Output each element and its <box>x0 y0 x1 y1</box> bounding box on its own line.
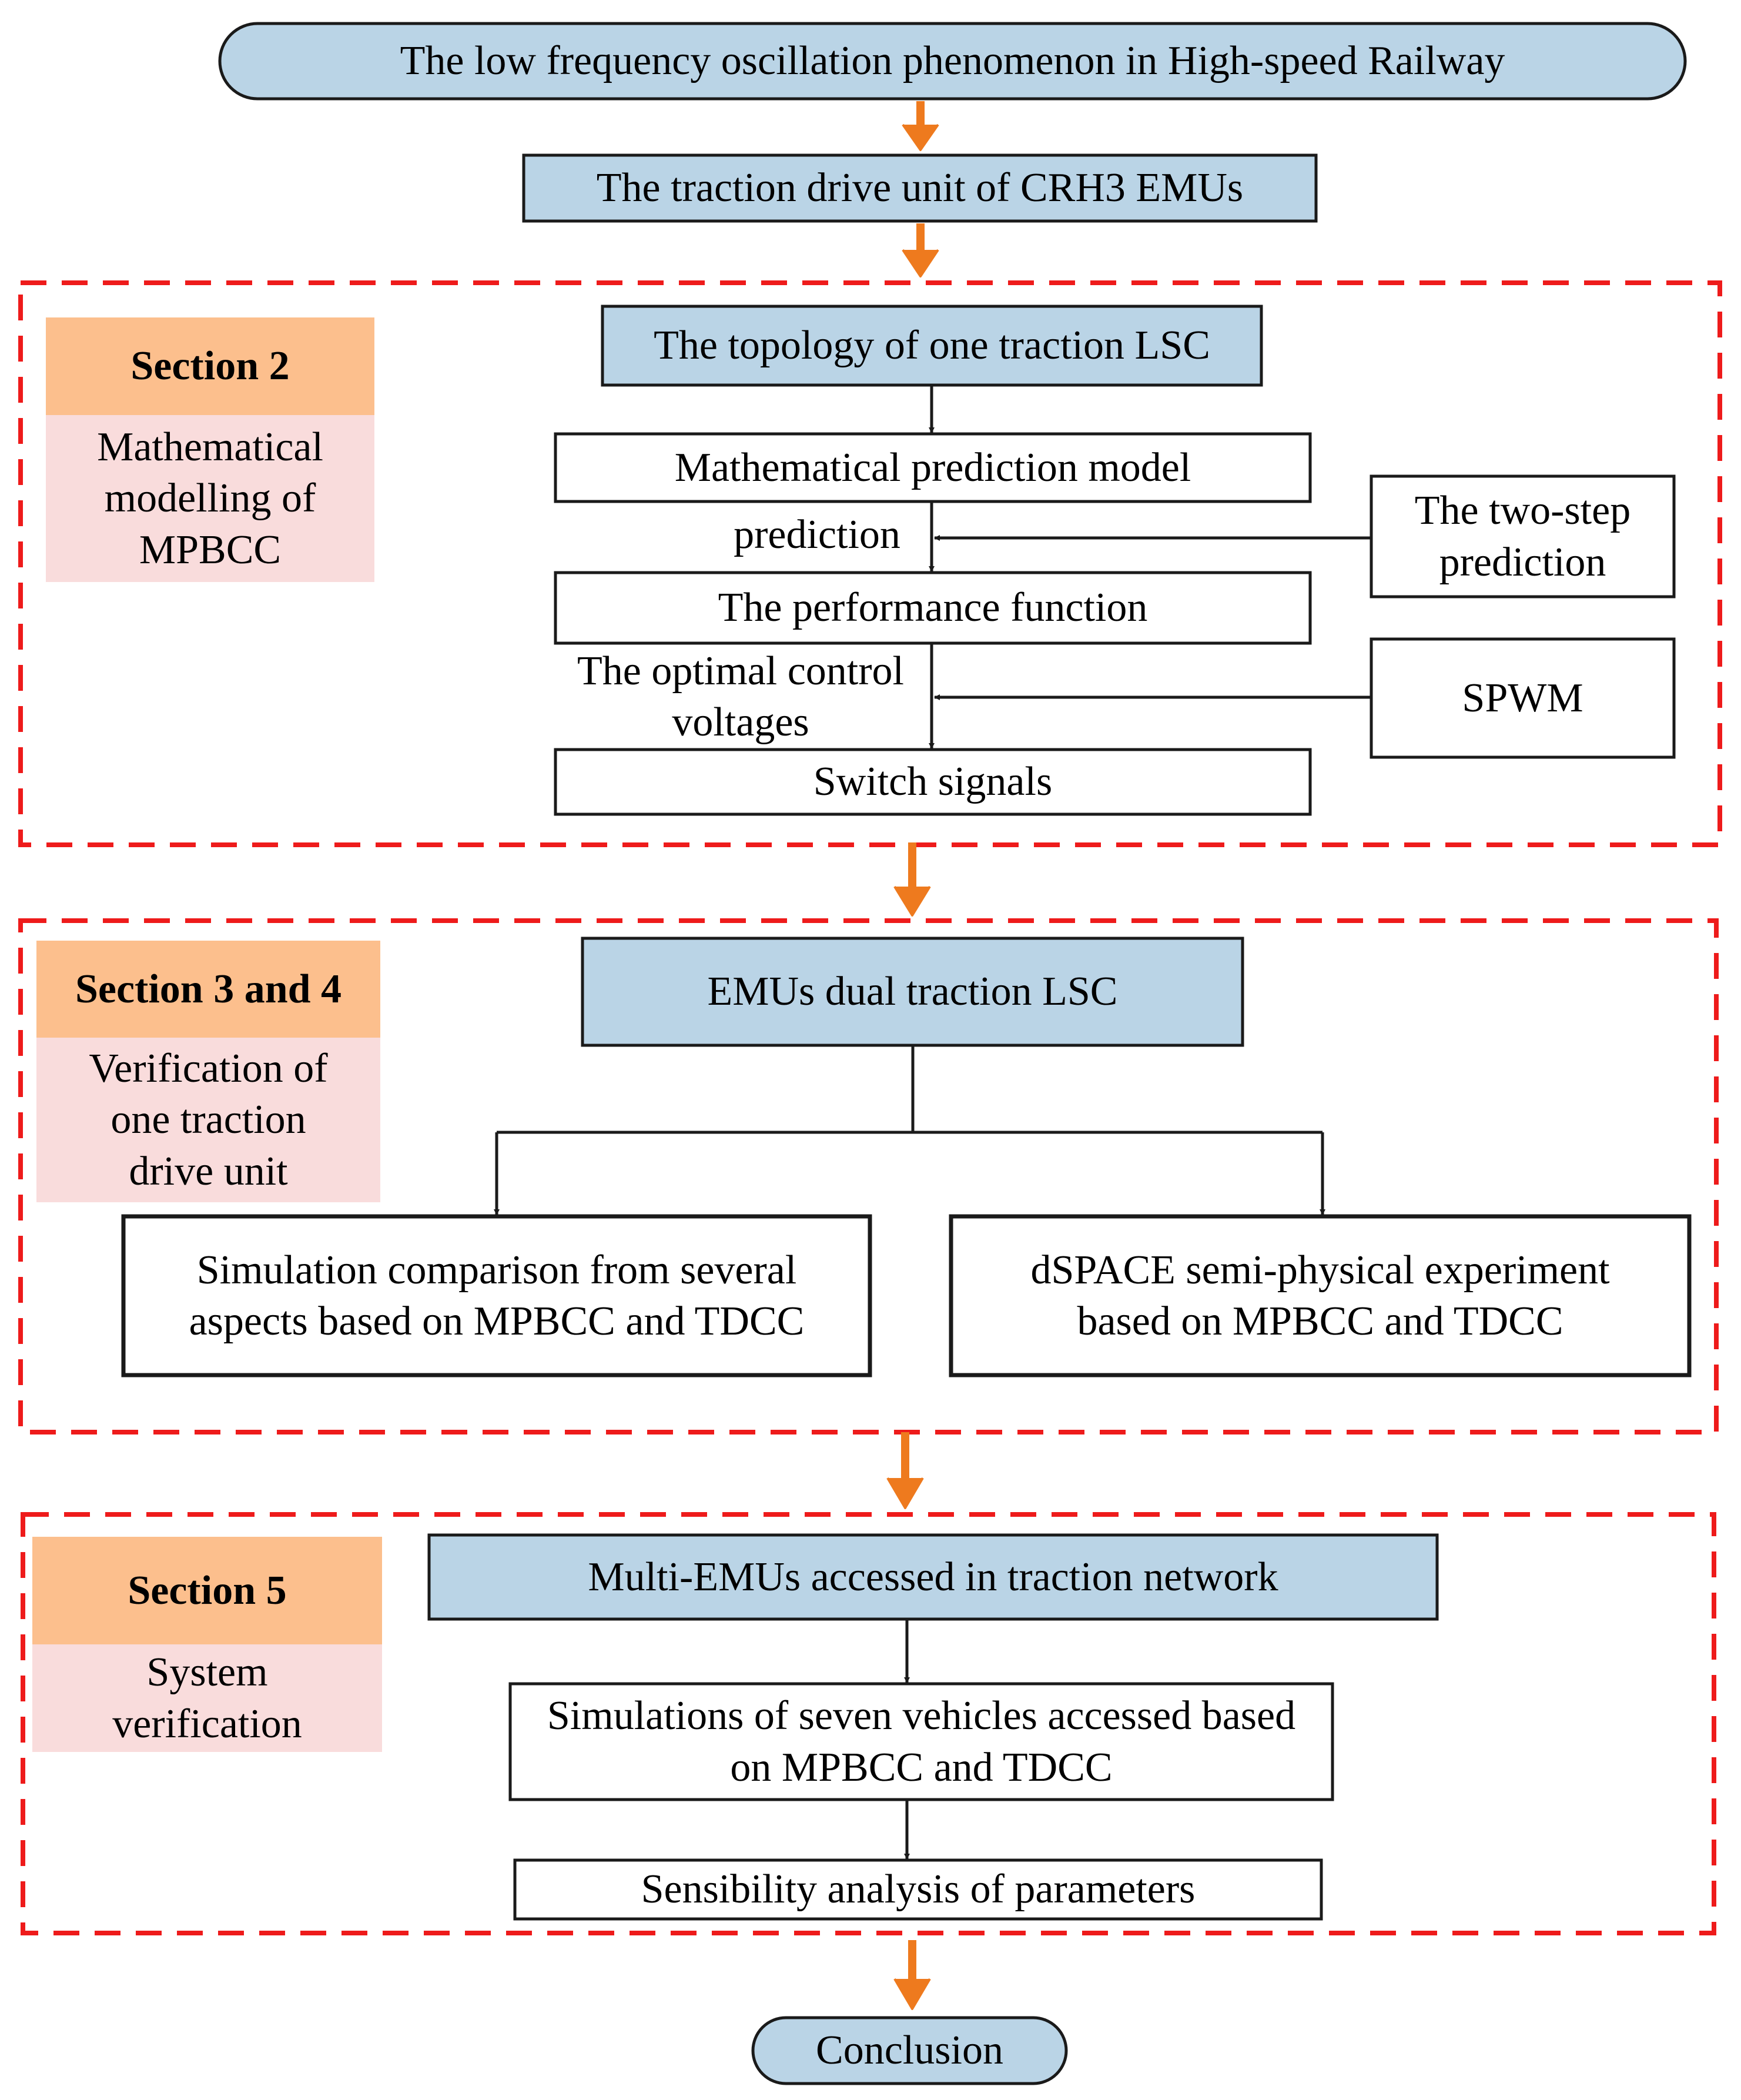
section34-frame <box>18 918 1719 1434</box>
multi-emu-box <box>427 1533 1439 1621</box>
section5-heading-bg <box>32 1537 382 1644</box>
spwm-box <box>1370 637 1676 759</box>
seven-vehicles-text: Simulations of seven vehicles accessed b… <box>547 1693 1296 1790</box>
two-step-box <box>1370 474 1676 598</box>
switch-signals-box <box>554 748 1312 816</box>
flow-arrow-2 <box>902 223 939 277</box>
prediction-model-box <box>554 432 1312 503</box>
section34-desc-bg <box>36 1038 380 1202</box>
sensibility-text: Sensibility analysis of parameters <box>641 1867 1196 1912</box>
flow-arrow-5 <box>893 1940 931 2010</box>
seven-vehicles-box <box>508 1682 1334 1801</box>
topology-text: The topology of one traction LSC <box>654 323 1210 369</box>
dual-lsc-text: EMUs dual traction LSC <box>707 969 1118 1015</box>
section5-heading: Section 5 <box>128 1567 287 1613</box>
simulation-box <box>121 1214 872 1377</box>
traction-unit-text: The traction drive unit of CRH3 EMUs <box>596 165 1244 211</box>
title-box <box>218 22 1687 101</box>
section34-heading: Section 3 and 4 <box>75 966 342 1012</box>
flow-arrow-4 <box>886 1432 924 1509</box>
section2-heading: Section 2 <box>130 343 290 389</box>
section5-desc-bg <box>32 1644 382 1752</box>
multi-emu-text: Multi-EMUs accessed in traction network <box>588 1554 1278 1600</box>
sensibility-box <box>513 1858 1323 1921</box>
performance-box <box>554 571 1312 645</box>
title-text: The low frequency oscillation phenomenon… <box>400 38 1505 84</box>
section5-description: System verification <box>112 1650 302 1747</box>
section34-heading-bg <box>36 941 380 1038</box>
flow-arrow-1 <box>902 101 939 151</box>
conclusion-text: Conclusion <box>816 2028 1003 2074</box>
traction-unit-box <box>522 153 1318 223</box>
optimal-label: The optimal control voltages <box>577 648 904 745</box>
flow-arrow-3 <box>893 842 931 917</box>
section5-frame <box>21 1512 1716 1935</box>
topology-box <box>601 305 1263 387</box>
section2-desc-bg <box>46 415 374 582</box>
dspace-text: dSPACE semi-physical experiment based on… <box>1030 1247 1610 1345</box>
switch-signals-text: Switch signals <box>813 759 1053 805</box>
dual-lsc-split-lines <box>497 1045 915 1134</box>
performance-text: The performance function <box>718 585 1148 631</box>
spwm-text: SPWM <box>1462 675 1583 721</box>
dspace-box <box>949 1214 1692 1377</box>
prediction-model-text: Mathematical prediction model <box>674 444 1191 490</box>
section2-frame <box>18 280 1722 847</box>
conclusion-box <box>751 2016 1068 2085</box>
two-step-text: The two-step prediction <box>1414 488 1631 585</box>
prediction-label: prediction <box>734 512 900 558</box>
section34-description: Verification of one traction drive unit <box>89 1045 328 1194</box>
section2-description: Mathematical modelling of MPBCC <box>97 424 323 573</box>
simulation-text: Simulation comparison from several aspec… <box>189 1247 805 1345</box>
section2-heading-bg <box>46 317 374 415</box>
dual-lsc-box <box>581 937 1244 1047</box>
